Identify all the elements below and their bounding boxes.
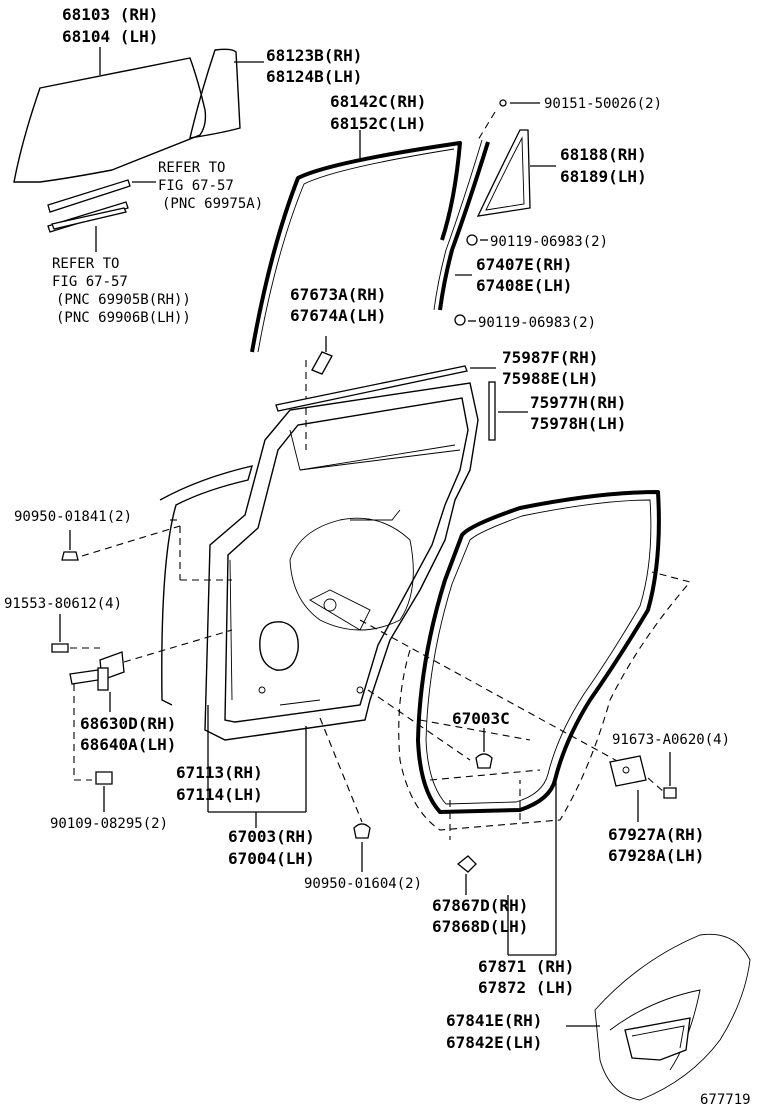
label-cover-rh: 67841E(RH)	[446, 1011, 542, 1030]
label-refer1-a: REFER TO	[158, 160, 225, 176]
label-corner-rh: 68188(RH)	[560, 145, 647, 164]
figure-number: 677719	[700, 1092, 751, 1108]
label-corner-lh: 68189(LH)	[560, 167, 647, 186]
hinge-icon	[69, 651, 125, 691]
bolt2-icon	[454, 314, 466, 326]
label-pillar-rh: 75977H(RH)	[530, 393, 626, 412]
division-bar	[438, 141, 490, 311]
plug2-icon	[353, 823, 371, 839]
screw-right-icon	[663, 787, 677, 799]
bolt-bottom-icon	[95, 771, 113, 785]
label-refer1-c: (PNC 69975A)	[162, 196, 263, 212]
label-bolt-hinge: 91553-80612(4)	[4, 596, 122, 612]
door-inner-panel	[204, 382, 479, 741]
label-plug1: 90950-01841(2)	[14, 509, 132, 525]
quarter-glass-outline	[189, 48, 241, 139]
label-refer2-a: REFER TO	[52, 256, 119, 272]
label-division-lh: 67408E(LH)	[476, 276, 572, 295]
label-glass-rh: 68103 (RH)	[62, 5, 158, 24]
clip-bottom-icon	[456, 855, 477, 873]
label-runch-rh: 68142C(RH)	[330, 92, 426, 111]
weatherstrip	[416, 490, 661, 814]
bolt1-icon	[466, 234, 478, 246]
striker-icon	[609, 755, 647, 787]
label-plug-c: 67003C	[452, 709, 510, 728]
label-door-panel-lh: 67004(LH)	[228, 849, 315, 868]
label-refer2-d: (PNC 69906B(LH))	[56, 310, 191, 326]
clip-top-icon	[311, 351, 333, 375]
plug-c-icon	[475, 753, 493, 769]
label-refer1-b: FIG 67-57	[158, 178, 234, 194]
label-refer2-c: (PNC 69905B(RH))	[56, 292, 191, 308]
label-glass-lh: 68104 (LH)	[62, 27, 158, 46]
label-panel-sub-lh: 67114(LH)	[176, 785, 263, 804]
label-plug2: 90950-01604(2)	[304, 876, 422, 892]
label-weatherstrip-lh: 67872 (LH)	[478, 978, 574, 997]
door-glass-outline	[13, 57, 207, 183]
label-clip-top-lh: 67674A(LH)	[290, 306, 386, 325]
label-panel-sub-rh: 67113(RH)	[176, 763, 263, 782]
label-striker-rh: 67927A(RH)	[608, 825, 704, 844]
label-runch-lh: 68152C(LH)	[330, 114, 426, 133]
label-hinge-rh: 68630D(RH)	[80, 714, 176, 733]
label-belt-rh: 75987F(RH)	[502, 348, 598, 367]
label-quarter-rh: 68123B(RH)	[266, 46, 362, 65]
service-hole-cover	[594, 933, 751, 1101]
belt-strip-upper	[47, 179, 131, 233]
label-cover-lh: 67842E(LH)	[446, 1033, 542, 1052]
run-channel	[250, 141, 462, 353]
plug1-icon	[61, 551, 79, 561]
label-hinge-lh: 68640A(LH)	[80, 735, 176, 754]
label-bolt1: 90119-06983(2)	[490, 234, 608, 250]
pillar-garnish	[488, 381, 496, 441]
label-bolt-bottom: 90109-08295(2)	[50, 816, 168, 832]
screw-top-icon	[499, 99, 507, 107]
label-bolt2: 90119-06983(2)	[478, 315, 596, 331]
label-door-panel-rh: 67003(RH)	[228, 827, 315, 846]
label-belt-lh: 75988E(LH)	[502, 369, 598, 388]
label-screw-top: 90151-50026(2)	[544, 96, 662, 112]
label-clip-bottom-rh: 67867D(RH)	[432, 896, 528, 915]
label-weatherstrip-rh: 67871 (RH)	[478, 957, 574, 976]
label-division-rh: 67407E(RH)	[476, 255, 572, 274]
label-clip-bottom-lh: 67868D(LH)	[432, 917, 528, 936]
label-refer2-b: FIG 67-57	[52, 274, 128, 290]
label-screw-right: 91673-A0620(4)	[612, 732, 730, 748]
belt-moulding	[275, 365, 468, 412]
label-pillar-lh: 75978H(LH)	[530, 414, 626, 433]
label-striker-lh: 67928A(LH)	[608, 846, 704, 865]
label-clip-top-rh: 67673A(RH)	[290, 285, 386, 304]
door-outer-skin	[159, 465, 253, 706]
hinge-bolt-icon	[51, 643, 69, 653]
label-quarter-lh: 68124B(LH)	[266, 67, 362, 86]
